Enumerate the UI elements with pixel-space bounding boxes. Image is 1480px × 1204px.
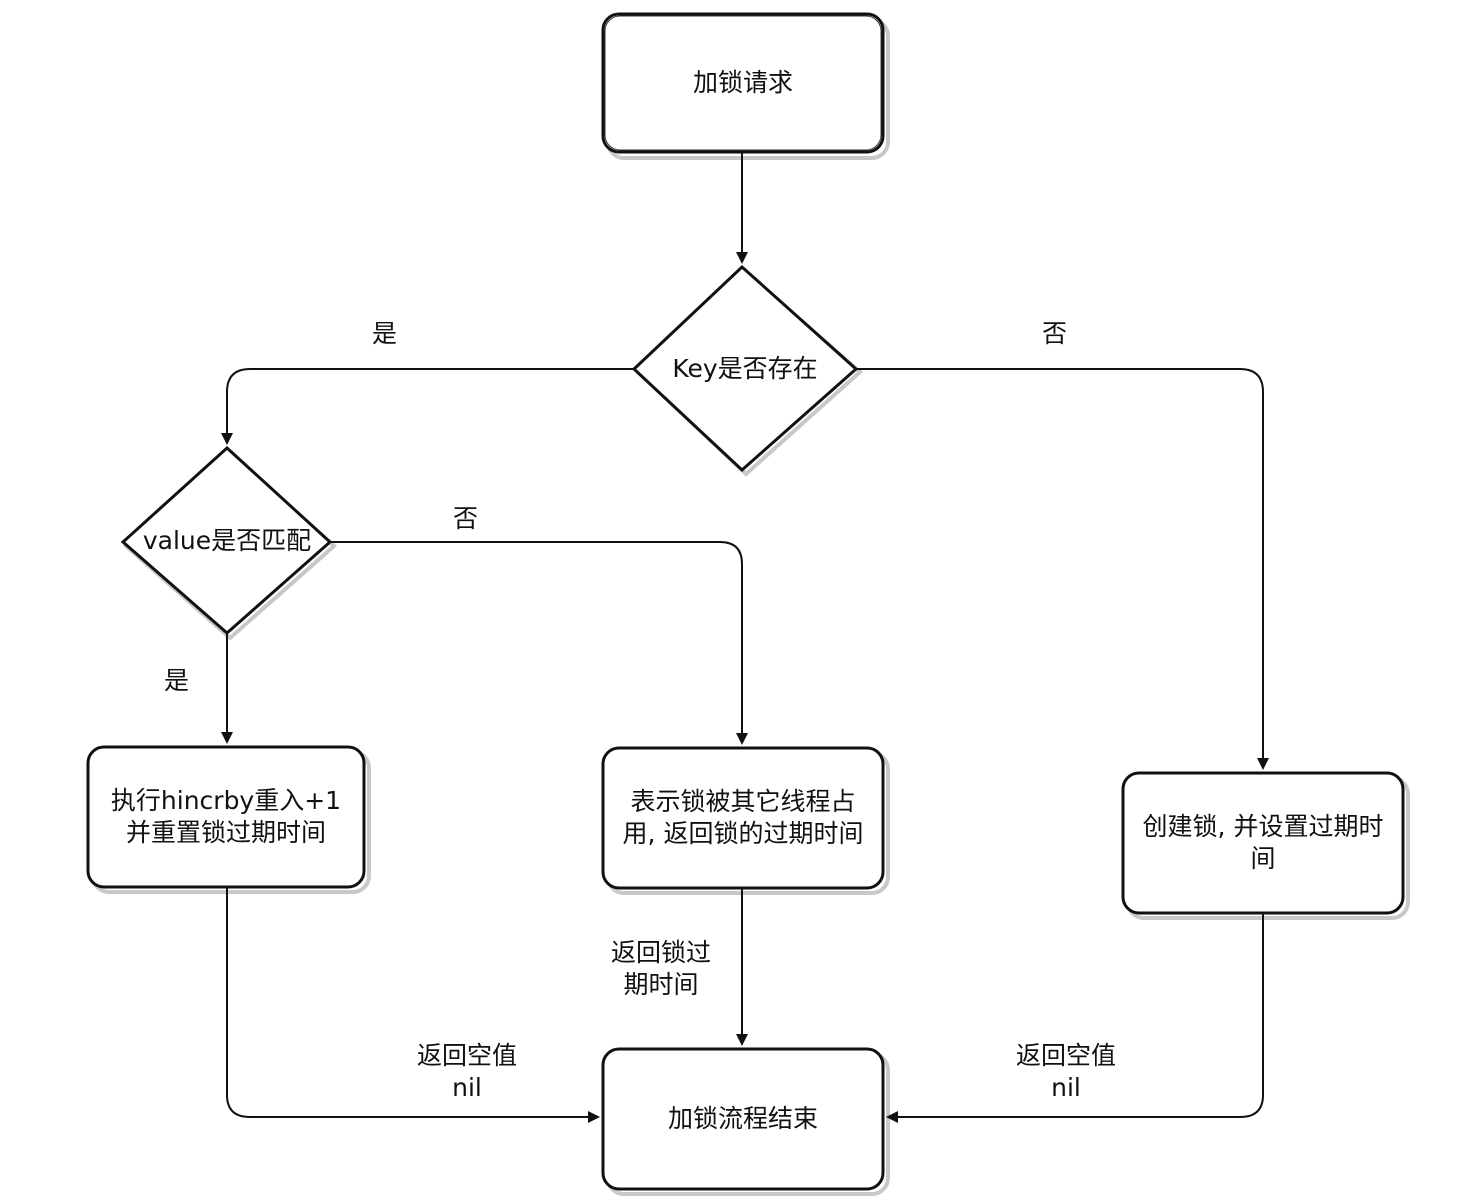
node-reentrant — [86, 745, 371, 894]
edge-label-value-yes: 是 — [164, 666, 190, 695]
node-start-label: 加锁请求 — [692, 68, 793, 97]
node-occupied-label: 表示锁被其它线程占 用, 返回锁的过期时间 — [622, 787, 864, 848]
node-start — [601, 12, 890, 160]
node-end-label: 加锁流程结束 — [667, 1104, 818, 1133]
edge-create-to-end — [886, 913, 1264, 1123]
edge-label-return-nil-right: 返回空值 nil — [1015, 1041, 1116, 1102]
edge-reentrant-to-end — [226, 887, 600, 1123]
node-reentrant-label: 执行hincrby重入+1 并重置锁过期时间 — [110, 786, 342, 847]
edge-key-yes — [221, 368, 634, 445]
edge-key-no — [856, 368, 1269, 770]
node-end — [601, 1047, 890, 1196]
node-create-label: 创建锁, 并设置过期时 间 — [1142, 812, 1384, 873]
edge-label-value-no: 否 — [453, 504, 479, 533]
edge-label-key-no: 否 — [1042, 319, 1068, 348]
node-key-exists-label: Key是否存在 — [672, 353, 818, 383]
edge-label-return-expire: 返回锁过 期时间 — [610, 938, 711, 999]
edge-label-return-nil-left: 返回空值 nil — [416, 1041, 517, 1102]
node-value-match-label: value是否匹配 — [142, 525, 312, 555]
edge-label-key-yes: 是 — [372, 319, 398, 348]
node-key-exists — [631, 264, 864, 477]
edge-value-no — [330, 541, 748, 745]
